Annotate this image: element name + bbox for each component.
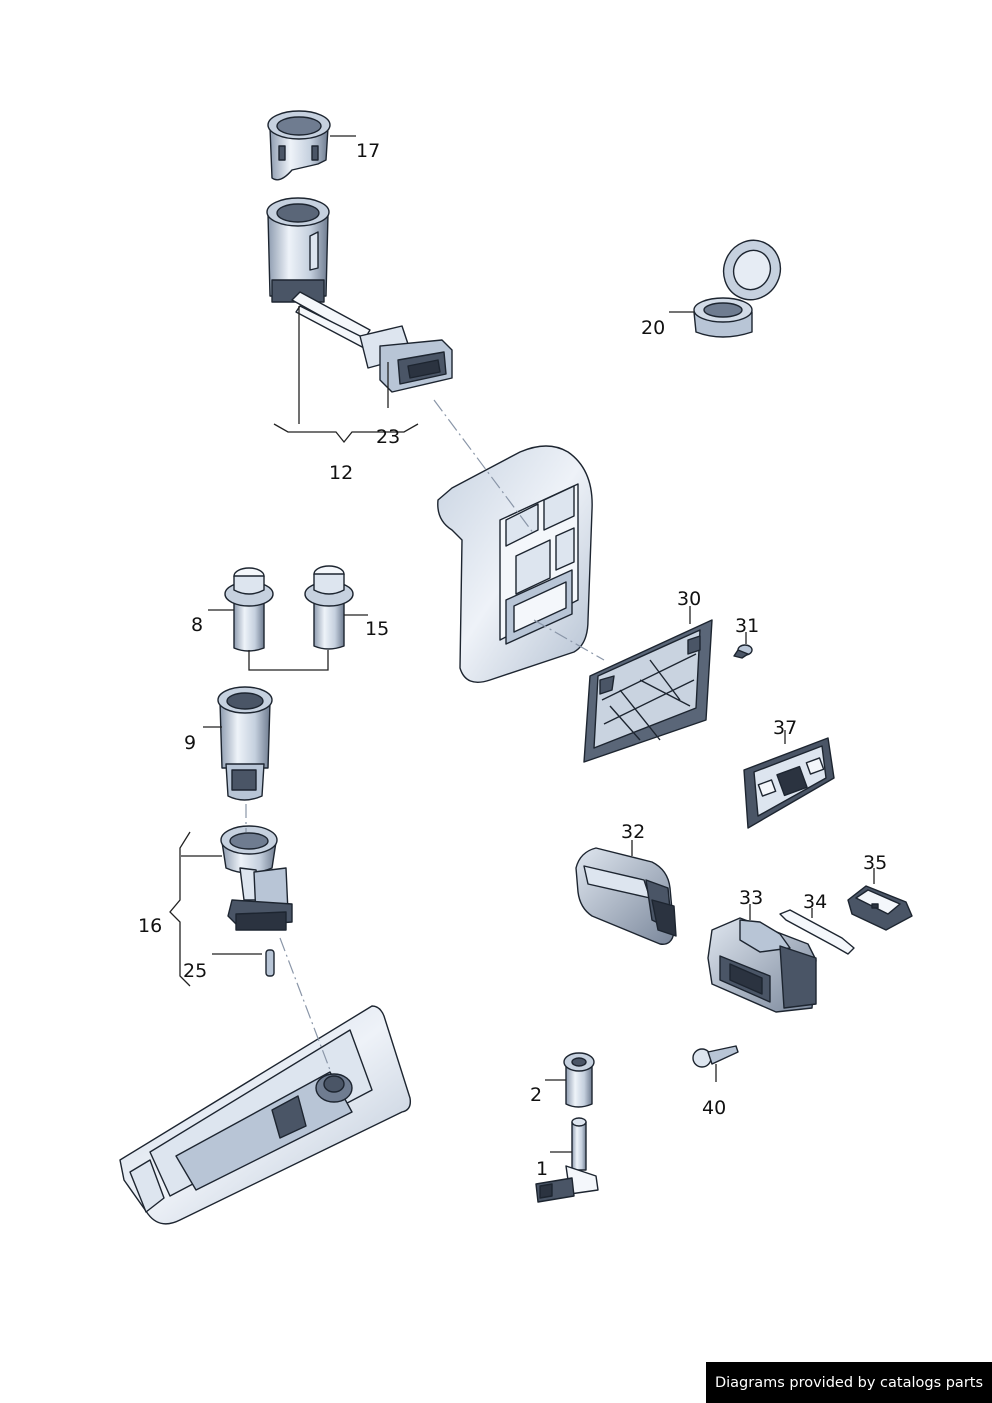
callout-17: 17 bbox=[356, 140, 380, 162]
part-9-socket-body bbox=[217, 686, 273, 801]
part-8-plug bbox=[224, 567, 274, 652]
callout-40: 40 bbox=[702, 1097, 726, 1119]
callout-12: 12 bbox=[329, 462, 353, 484]
attribution-badge: Diagrams provided by catalogs parts bbox=[706, 1362, 992, 1403]
part-30-frame bbox=[583, 619, 713, 763]
attribution-text: Diagrams provided by catalogs parts bbox=[714, 1374, 984, 1391]
part-34-clip bbox=[779, 909, 855, 955]
lower-console-tray bbox=[119, 1005, 412, 1225]
part-25-fuse bbox=[265, 949, 275, 977]
part-37-switch-panel bbox=[743, 737, 835, 829]
callout-20: 20 bbox=[641, 317, 665, 339]
callout-1: 1 bbox=[536, 1158, 548, 1180]
callout-35: 35 bbox=[863, 852, 887, 874]
callout-8: 8 bbox=[191, 614, 203, 636]
part-33-usb-housing bbox=[707, 917, 817, 1013]
part-40-tapping-screw bbox=[692, 1045, 739, 1068]
callout-16: 16 bbox=[138, 915, 162, 937]
part-1-plug-connector bbox=[535, 1117, 599, 1203]
part-35-bracket-module bbox=[847, 885, 913, 931]
part-17-socket-sleeve bbox=[267, 110, 331, 181]
part-20-socket-with-lid bbox=[693, 239, 782, 338]
part-2-small-socket bbox=[563, 1052, 595, 1108]
callout-15: 15 bbox=[365, 618, 389, 640]
callout-2: 2 bbox=[530, 1084, 542, 1106]
part-15-plug bbox=[304, 565, 354, 650]
part-31-screw bbox=[733, 644, 753, 659]
part-16-socket-assembly bbox=[220, 825, 293, 931]
callout-31: 31 bbox=[735, 615, 759, 637]
callout-33: 33 bbox=[739, 887, 763, 909]
part-12-socket-harness bbox=[266, 197, 453, 393]
callout-37: 37 bbox=[773, 717, 797, 739]
callout-34: 34 bbox=[803, 891, 827, 913]
assembly-lines bbox=[245, 399, 605, 1071]
callout-labels: 17 20 23 12 30 31 8 15 37 9 32 35 33 34 … bbox=[138, 140, 887, 1180]
part-32-control-module bbox=[575, 847, 677, 945]
console-panel bbox=[437, 445, 593, 683]
callout-32: 32 bbox=[621, 821, 645, 843]
callout-9: 9 bbox=[184, 732, 196, 754]
callout-30: 30 bbox=[677, 588, 701, 610]
leader-lines bbox=[169, 135, 875, 1153]
callout-23: 23 bbox=[376, 426, 400, 448]
callout-25: 25 bbox=[183, 960, 207, 982]
